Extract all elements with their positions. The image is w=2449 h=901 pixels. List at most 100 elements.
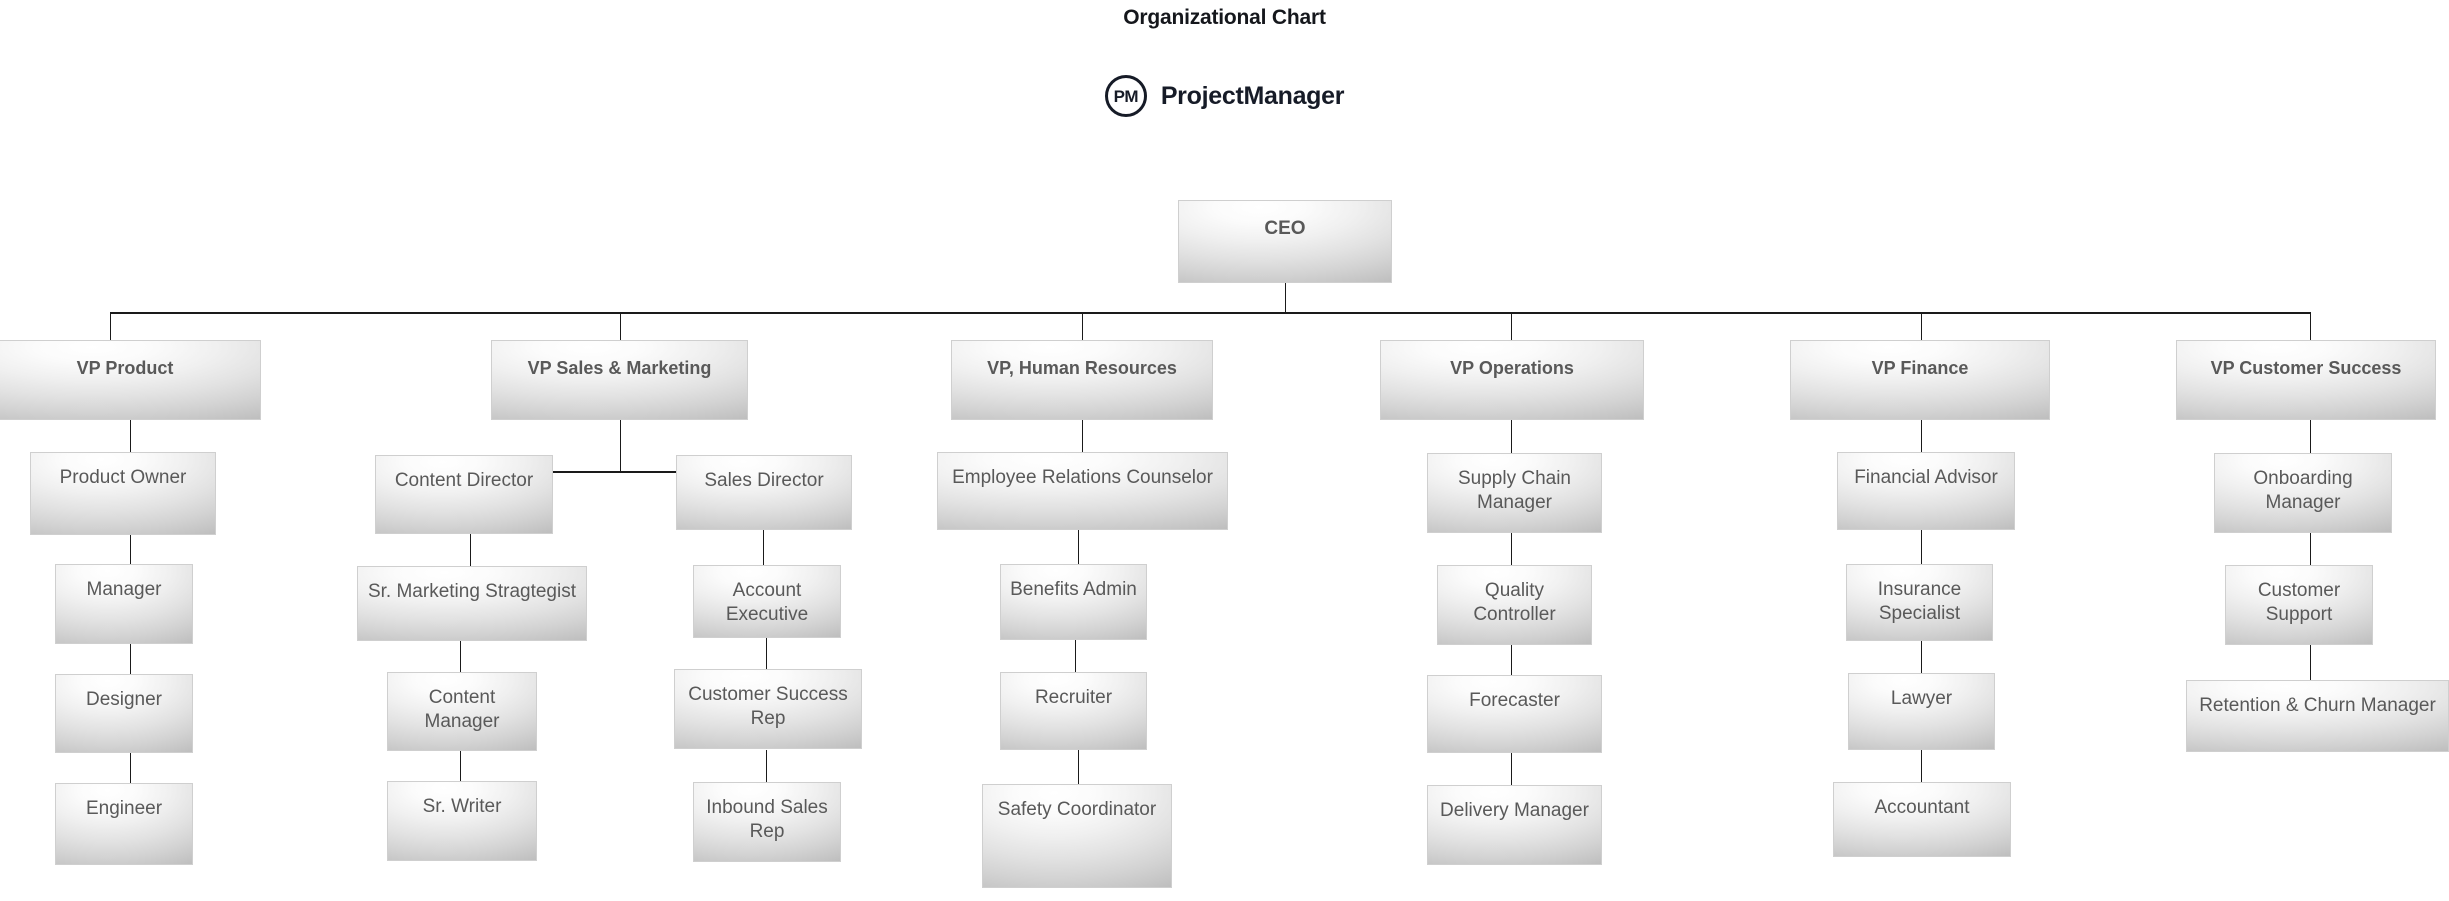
node-label: Supply Chain Manager: [1457, 468, 1572, 514]
connector-forecaster-delivery-manager: [1511, 753, 1512, 785]
node-benefits-admin[interactable]: Benefits Admin: [1000, 564, 1147, 640]
node-label: Delivery Manager: [1440, 800, 1589, 821]
connector-product-owner-manager: [130, 535, 131, 565]
node-label: VP Finance: [1871, 358, 1969, 378]
connector-customer-success-rep-inbound-sales-rep: [766, 750, 767, 782]
node-retention-churn-manager[interactable]: Retention & Churn Manager: [2186, 680, 2449, 752]
connector-vp-sales-branch-bus: [553, 471, 763, 473]
node-content-manager[interactable]: Content Manager: [387, 672, 537, 751]
node-label: Customer Success Rep: [688, 684, 848, 730]
node-recruiter[interactable]: Recruiter: [1000, 672, 1147, 750]
connector-benefits-admin-recruiter: [1075, 640, 1076, 672]
node-sr-writer[interactable]: Sr. Writer: [387, 781, 537, 861]
node-label: Accountant: [1874, 797, 1970, 818]
connector-main-bus: [110, 312, 2310, 314]
connector-onboarding-customer-support: [2310, 533, 2311, 565]
connector-vp-product-product-owner: [130, 420, 131, 453]
node-label: VP, Human Resources: [987, 358, 1177, 378]
node-vp-hr[interactable]: VP, Human Resources: [951, 340, 1213, 420]
connector-sales-director-account-executive: [763, 530, 764, 566]
node-label: Product Owner: [59, 467, 187, 488]
connector-content-manager-sr-writer: [460, 750, 461, 782]
node-customer-support[interactable]: Customer Support: [2225, 565, 2373, 645]
brand-name: ProjectManager: [1160, 81, 1345, 110]
node-label: VP Operations: [1450, 358, 1574, 378]
node-label: Employee Relations Counselor: [952, 467, 1213, 488]
node-label: Inbound Sales Rep: [706, 797, 828, 843]
node-insurance-specialist[interactable]: Insurance Specialist: [1846, 564, 1993, 641]
node-onboarding-manager[interactable]: Onboarding Manager: [2214, 453, 2392, 533]
node-label: Quality Controller: [1473, 580, 1556, 626]
connector-manager-designer: [130, 644, 131, 674]
connector-drop-vp-operations: [1511, 312, 1512, 340]
node-label: Manager: [86, 579, 162, 600]
connector-drop-vp-sales: [620, 312, 621, 340]
node-engineer[interactable]: Engineer: [55, 783, 193, 865]
node-sr-marketing-strategist[interactable]: Sr. Marketing Stragtegist: [357, 566, 587, 641]
node-label: Lawyer: [1890, 688, 1953, 709]
connector-customer-support-retention-churn: [2310, 645, 2311, 680]
connector-vp-sales-stem: [620, 420, 621, 472]
node-vp-operations[interactable]: VP Operations: [1380, 340, 1644, 420]
node-label: VP Product: [76, 358, 174, 378]
node-label: Content Manager: [424, 687, 500, 733]
brand-mark-text: PM: [1113, 86, 1139, 106]
node-vp-product[interactable]: VP Product: [0, 340, 261, 420]
node-supply-chain-manager[interactable]: Supply Chain Manager: [1427, 453, 1602, 533]
node-vp-finance[interactable]: VP Finance: [1790, 340, 2050, 420]
node-label: Engineer: [85, 798, 163, 819]
connector-vp-customer-success-onboarding: [2310, 420, 2311, 453]
node-label: Sr. Marketing Stragtegist: [367, 581, 577, 602]
node-safety-coordinator[interactable]: Safety Coordinator: [982, 784, 1172, 888]
connector-insurance-specialist-lawyer: [1921, 641, 1922, 673]
node-financial-advisor[interactable]: Financial Advisor: [1837, 452, 2015, 530]
connector-financial-advisor-insurance-specialist: [1921, 530, 1922, 564]
node-label: Retention & Churn Manager: [2199, 695, 2436, 716]
node-account-executive[interactable]: Account Executive: [693, 565, 841, 638]
connector-account-executive-customer-success-rep: [766, 637, 767, 669]
node-inbound-sales-rep[interactable]: Inbound Sales Rep: [693, 782, 841, 862]
node-label: VP Sales & Marketing: [527, 358, 712, 378]
connector-ceo-stem: [1285, 283, 1286, 312]
node-label: Safety Coordinator: [997, 799, 1157, 820]
connector-drop-vp-finance: [1921, 312, 1922, 340]
node-product-owner[interactable]: Product Owner: [30, 452, 216, 535]
node-vp-customer-success[interactable]: VP Customer Success: [2176, 340, 2436, 420]
connector-sr-marketing-content-manager: [460, 640, 461, 673]
node-forecaster[interactable]: Forecaster: [1427, 675, 1602, 753]
connector-quality-controller-forecaster: [1511, 645, 1512, 675]
node-label: CEO: [1264, 218, 1306, 239]
node-accountant[interactable]: Accountant: [1833, 782, 2011, 857]
connector-vp-finance-financial-advisor: [1921, 420, 1922, 452]
connector-employee-relations-benefits-admin: [1078, 530, 1079, 564]
connector-drop-vp-customer-success: [2310, 312, 2311, 340]
node-ceo[interactable]: CEO: [1178, 200, 1392, 283]
node-content-director[interactable]: Content Director: [375, 455, 553, 534]
connector-content-director-sr-marketing: [470, 533, 471, 567]
node-label: Financial Advisor: [1854, 467, 1998, 488]
node-label: Onboarding Manager: [2253, 468, 2353, 514]
node-customer-success-rep[interactable]: Customer Success Rep: [674, 669, 862, 749]
page-title: Organizational Chart: [1123, 6, 1326, 29]
node-label: Benefits Admin: [1010, 579, 1137, 600]
connector-vp-hr-employee-relations: [1082, 420, 1083, 452]
node-label: Forecaster: [1469, 690, 1560, 711]
node-designer[interactable]: Designer: [55, 674, 193, 753]
node-label: Sales Director: [704, 470, 824, 491]
node-label: VP Customer Success: [2210, 358, 2402, 378]
connector-recruiter-safety-coordinator: [1078, 750, 1079, 784]
node-label: Insurance Specialist: [1877, 579, 1962, 625]
node-lawyer[interactable]: Lawyer: [1848, 673, 1995, 750]
node-label: Designer: [85, 689, 163, 710]
connector-drop-vp-hr: [1082, 312, 1083, 340]
node-delivery-manager[interactable]: Delivery Manager: [1427, 785, 1602, 865]
node-manager[interactable]: Manager: [55, 564, 193, 644]
brand-lockup: PM ProjectManager: [0, 74, 2449, 118]
node-label: Customer Support: [2257, 580, 2341, 626]
node-quality-controller[interactable]: Quality Controller: [1437, 565, 1592, 645]
node-vp-sales-marketing[interactable]: VP Sales & Marketing: [491, 340, 748, 420]
connector-designer-engineer: [130, 753, 131, 783]
node-sales-director[interactable]: Sales Director: [676, 455, 852, 530]
node-employee-relations-counselor[interactable]: Employee Relations Counselor: [937, 452, 1228, 530]
